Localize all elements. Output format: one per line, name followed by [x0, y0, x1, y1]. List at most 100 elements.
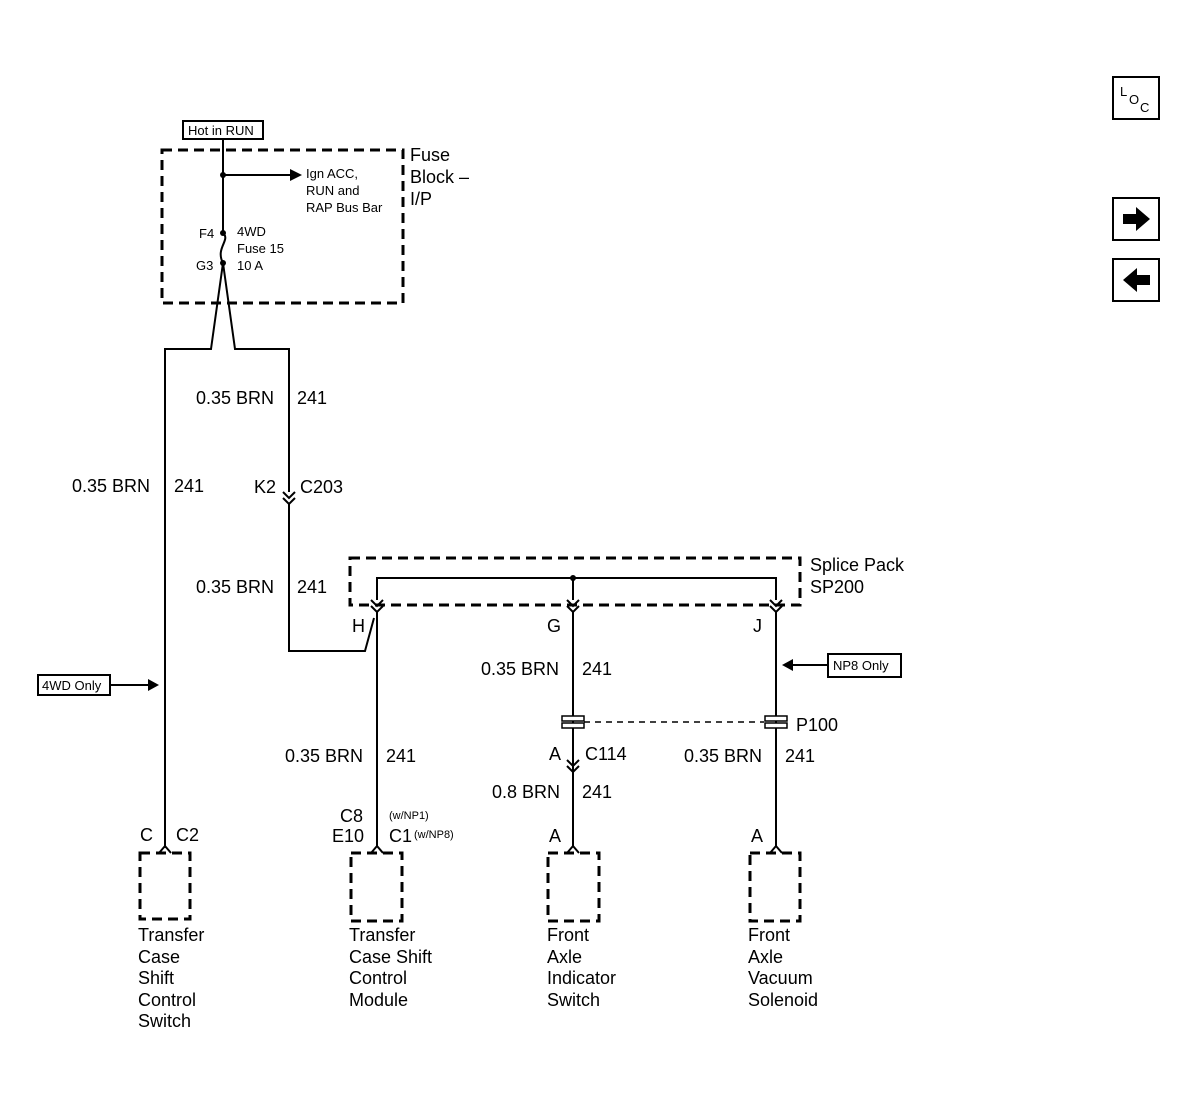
c4-label-4: Solenoid: [748, 990, 818, 1010]
splice-pin-g: G: [547, 616, 561, 636]
splice-pin-h: H: [352, 616, 365, 636]
mid-wire-circuit: 241: [297, 388, 327, 408]
fuse-label-1: 4WD: [237, 224, 266, 239]
fuse-block-outline: [160, 148, 405, 305]
loc-letter-c: C: [1140, 100, 1149, 115]
h-wire-circuit: 241: [386, 746, 416, 766]
splice-pin-j: J: [753, 616, 762, 636]
arrow-left-icon: [1123, 268, 1150, 292]
mid2-wire-gauge: 0.35 BRN: [196, 577, 274, 597]
c4-pin-a: A: [751, 826, 763, 846]
c3-label-4: Switch: [547, 990, 600, 1010]
c4-label-2: Axle: [748, 947, 783, 967]
bus-label-1: Ign ACC,: [306, 166, 358, 181]
transfer-case-shift-control-switch: [138, 851, 192, 921]
fuse-label-2: Fuse 15: [237, 241, 284, 256]
splice-pack-outline: [348, 556, 802, 607]
c1-label-5: Switch: [138, 1011, 191, 1031]
splice-pack-title-2: SP200: [810, 577, 864, 597]
j-wire-circuit: 241: [785, 746, 815, 766]
fuse-label-3: 10 A: [237, 258, 263, 273]
c203-label: C203: [300, 477, 343, 497]
hot-in-run-label: Hot in RUN: [182, 120, 264, 140]
fuse-pin-g3: G3: [196, 258, 213, 273]
c3-pin-a: A: [549, 826, 561, 846]
p100-connector-g-icon: [561, 715, 585, 729]
c114-pin-a: A: [549, 744, 561, 764]
fuse-symbol-icon: [219, 232, 227, 264]
c1-label-1: Transfer: [138, 925, 204, 945]
j-wire-gauge: 0.35 BRN: [684, 746, 762, 766]
c114-label: C114: [585, 744, 627, 764]
np8-note-arrow-icon: [782, 659, 793, 671]
splice-bus-wire: [376, 577, 777, 600]
p100-label: P100: [796, 715, 838, 735]
c2-label-3: Control: [349, 968, 407, 988]
mid-wire-gauge: 0.35 BRN: [196, 388, 274, 408]
c2-option-np1: (w/NP1): [389, 810, 429, 822]
c2-option-np8: (w/NP8): [414, 829, 454, 841]
c3-label-2: Axle: [547, 947, 582, 967]
c2-pin-icon: [370, 844, 384, 854]
connector-c203-icon: [282, 491, 296, 506]
fuse-pin-f4: F4: [199, 226, 214, 241]
c203-pin-k2: K2: [254, 477, 276, 497]
front-axle-indicator-switch: [546, 851, 601, 923]
g-wire-gauge: 0.35 BRN: [481, 659, 559, 679]
c1-label-2: Case: [138, 947, 180, 967]
c1-pin-c2: C2: [176, 825, 199, 845]
splice-junction-dot: [570, 575, 576, 581]
fuse-block-title-1: Fuse: [410, 145, 450, 165]
c1-pin-c: C: [140, 825, 153, 845]
c2-pin-c1: C1: [389, 826, 412, 846]
left-wire-circuit: 241: [174, 476, 204, 496]
g-wire-circuit: 241: [582, 659, 612, 679]
splice-pack-title-1: Splice Pack: [810, 555, 905, 575]
c1-label-3: Shift: [138, 968, 174, 988]
bus-label-3: RAP Bus Bar: [306, 200, 383, 215]
loc-letter-l: L: [1120, 84, 1127, 99]
c3-pin-icon: [566, 844, 580, 854]
location-button[interactable]: L O C: [1112, 76, 1160, 120]
c2-label-1: Transfer: [349, 925, 415, 945]
c2-pin-e10: E10: [332, 826, 364, 846]
fuse-block-title-2: Block –: [410, 167, 469, 187]
c1-label-4: Control: [138, 990, 196, 1010]
p100-connector-j-icon: [764, 715, 788, 729]
c3-label-3: Indicator: [547, 968, 616, 988]
h-wire-gauge: 0.35 BRN: [285, 746, 363, 766]
next-page-button[interactable]: [1112, 197, 1160, 241]
c4-label-3: Vacuum: [748, 968, 813, 988]
fuse-block-title-3: I/P: [410, 189, 432, 209]
c2-label-2: Case Shift: [349, 947, 432, 967]
mid2-wire-circuit: 241: [297, 577, 327, 597]
c1-pin-icon: [158, 844, 172, 854]
np8-only-note: NP8 Only: [827, 653, 902, 678]
left-wire-gauge: 0.35 BRN: [72, 476, 150, 496]
connector-c114-icon: [566, 759, 580, 774]
g2-wire-gauge: 0.8 BRN: [492, 782, 560, 802]
front-axle-vacuum-solenoid: [748, 851, 802, 923]
c4-pin-icon: [769, 844, 783, 854]
transfer-case-shift-control-module: [349, 851, 404, 923]
wire-to-transfer-switch: [164, 262, 224, 848]
c2-label-4: Module: [349, 990, 408, 1010]
loc-letter-o: O: [1129, 92, 1139, 107]
c3-label-1: Front: [547, 925, 589, 945]
svg-text:4WD Only: 4WD Only: [42, 678, 102, 693]
fourwd-note-arrow-icon: [148, 679, 159, 691]
fourwd-only-note: 4WD Only: [37, 674, 111, 696]
bus-arrow-icon: [290, 169, 302, 181]
c2-pin-c8: C8: [340, 806, 363, 826]
svg-text:NP8 Only: NP8 Only: [833, 658, 889, 673]
wire-c203-to-splice: [288, 504, 375, 652]
c4-label-1: Front: [748, 925, 790, 945]
wire-to-c203: [222, 262, 290, 492]
bus-label-2: RUN and: [306, 183, 359, 198]
previous-page-button[interactable]: [1112, 258, 1160, 302]
g2-wire-circuit: 241: [582, 782, 612, 802]
arrow-right-icon: [1123, 207, 1150, 231]
svg-text:Hot in RUN: Hot in RUN: [188, 123, 254, 138]
